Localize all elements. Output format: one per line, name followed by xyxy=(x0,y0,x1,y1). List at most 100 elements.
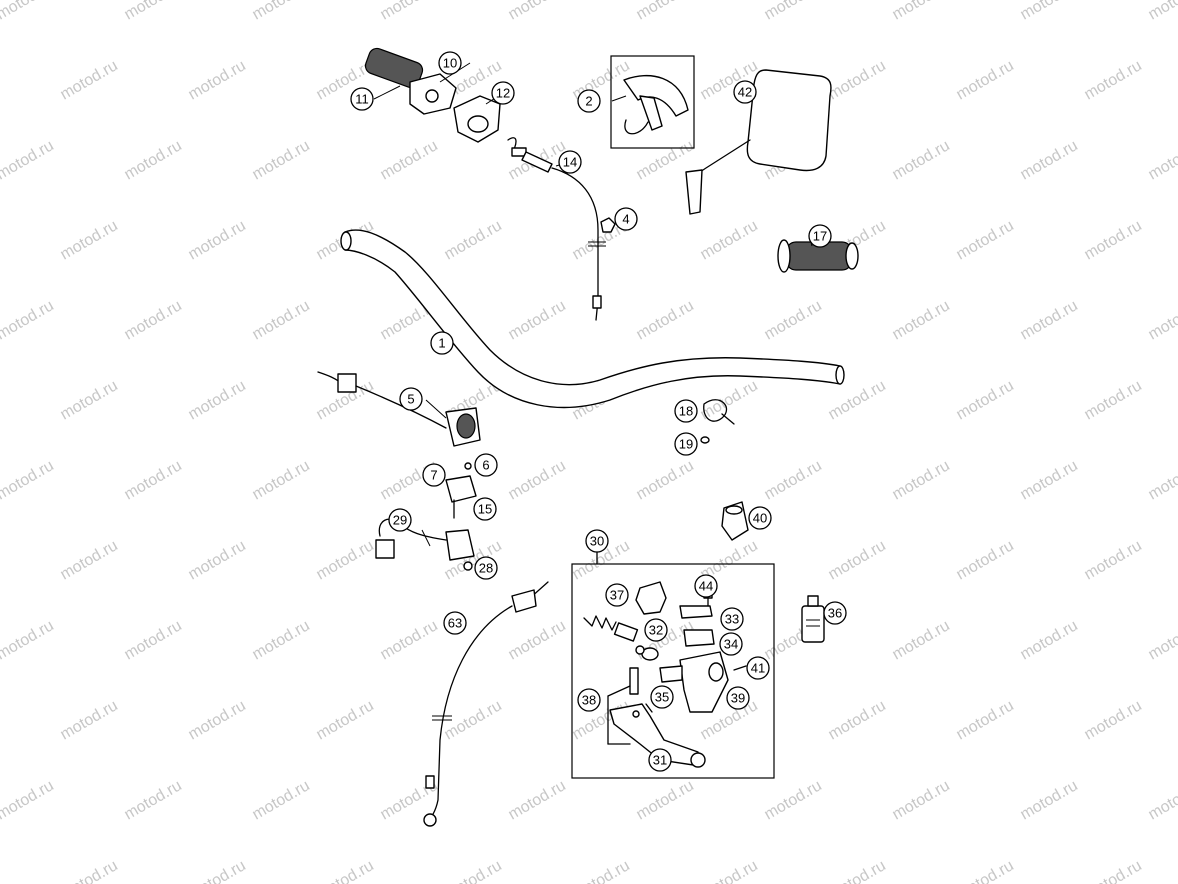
watermark-text: motod.ru xyxy=(954,57,1017,103)
watermark-text: motod.ru xyxy=(634,777,697,823)
watermark-text: motod.ru xyxy=(122,457,185,503)
watermark-text: motod.ru xyxy=(954,697,1017,743)
watermark-text: motod.ru xyxy=(826,377,889,423)
watermark-text: motod.ru xyxy=(58,377,121,423)
watermark-text: motod.ru xyxy=(698,217,761,263)
svg-text:38: 38 xyxy=(582,693,596,708)
watermark-text: motod.ru xyxy=(314,857,377,884)
watermark-text: motod.ru xyxy=(58,537,121,583)
svg-text:10: 10 xyxy=(443,56,457,71)
svg-text:33: 33 xyxy=(725,612,739,627)
callout-44: 44 xyxy=(694,574,718,598)
svg-text:63: 63 xyxy=(448,616,462,631)
callout-17: 17 xyxy=(808,224,832,248)
watermark-text: motod.ru xyxy=(1018,457,1081,503)
watermark-text: motod.ru xyxy=(186,217,249,263)
svg-text:41: 41 xyxy=(751,661,765,676)
callout-30: 30 xyxy=(585,529,609,553)
watermark-text: motod.ru xyxy=(1082,377,1145,423)
watermark-text: motod.ru xyxy=(122,137,185,183)
small-nut xyxy=(700,436,710,444)
cover-33 xyxy=(679,605,713,619)
callout-34: 34 xyxy=(719,632,743,656)
throttle-cable xyxy=(507,137,606,321)
oil-bottle xyxy=(801,595,825,643)
callout-35: 35 xyxy=(650,685,674,709)
callout-4: 4 xyxy=(614,207,638,231)
watermark-text: motod.ru xyxy=(442,857,505,884)
throttle-grip xyxy=(364,47,457,115)
svg-text:30: 30 xyxy=(590,534,604,549)
callout-14: 14 xyxy=(558,150,582,174)
svg-text:15: 15 xyxy=(478,502,492,517)
watermark-text: motod.ru xyxy=(314,697,377,743)
svg-text:44: 44 xyxy=(699,579,713,594)
svg-text:32: 32 xyxy=(649,623,663,638)
svg-text:18: 18 xyxy=(679,404,693,419)
watermark-text: motod.ru xyxy=(442,217,505,263)
watermark-text: motod.ru xyxy=(0,617,57,663)
watermark-text: motod.ru xyxy=(634,457,697,503)
watermark-text: motod.ru xyxy=(506,777,569,823)
clutch-assembly-box xyxy=(571,563,775,779)
callout-7: 7 xyxy=(422,463,446,487)
watermark-text: motod.ru xyxy=(1146,137,1178,183)
watermark-text: motod.ru xyxy=(186,377,249,423)
kill-switch xyxy=(317,371,481,447)
clutch-cable xyxy=(423,581,549,827)
svg-text:4: 4 xyxy=(622,212,629,227)
watermark-text: motod.ru xyxy=(250,297,313,343)
mirror xyxy=(685,69,832,215)
pin-38 xyxy=(607,667,639,745)
callout-12: 12 xyxy=(491,81,515,105)
svg-text:17: 17 xyxy=(813,229,827,244)
watermark-text: motod.ru xyxy=(826,537,889,583)
clamp xyxy=(721,501,749,541)
watermark-text: motod.ru xyxy=(826,697,889,743)
watermark-text: motod.ru xyxy=(1018,297,1081,343)
callout-38: 38 xyxy=(577,688,601,712)
watermark-text: motod.ru xyxy=(0,137,57,183)
svg-text:6: 6 xyxy=(482,458,489,473)
watermark-text: motod.ru xyxy=(1018,137,1081,183)
throttle-cover xyxy=(453,95,501,143)
svg-text:36: 36 xyxy=(828,606,842,621)
master-cylinder xyxy=(659,651,729,713)
watermark-text: motod.ru xyxy=(58,217,121,263)
watermark-text: motod.ru xyxy=(890,777,953,823)
watermark-text: motod.ru xyxy=(954,217,1017,263)
callout-11: 11 xyxy=(350,87,374,111)
watermark-text: motod.ru xyxy=(954,857,1017,884)
screw-41 xyxy=(733,665,747,671)
callout-42: 42 xyxy=(733,80,757,104)
watermark-text: motod.ru xyxy=(954,537,1017,583)
cable-nut xyxy=(600,217,616,233)
watermark-text: motod.ru xyxy=(1082,697,1145,743)
watermark-text: motod.ru xyxy=(58,697,121,743)
callout-32: 32 xyxy=(644,618,668,642)
pin-35 xyxy=(645,703,653,713)
callout-31: 31 xyxy=(648,748,672,772)
callout-6: 6 xyxy=(474,453,498,477)
watermark-text: motod.ru xyxy=(250,457,313,503)
watermark-text: motod.ru xyxy=(634,0,697,23)
watermark-text: motod.ru xyxy=(58,57,121,103)
watermark-text: motod.ru xyxy=(506,617,569,663)
watermark-text: motod.ru xyxy=(1146,617,1178,663)
watermark-text: motod.ru xyxy=(186,537,249,583)
watermark-text: motod.ru xyxy=(378,0,441,23)
watermark-text: motod.ru xyxy=(186,57,249,103)
watermark-text: motod.ru xyxy=(954,377,1017,423)
watermark-text: motod.ru xyxy=(1018,777,1081,823)
watermark-text: motod.ru xyxy=(634,297,697,343)
watermark-text: motod.ru xyxy=(1018,0,1081,23)
svg-text:14: 14 xyxy=(563,155,577,170)
callout-29: 29 xyxy=(388,508,412,532)
callout-19: 19 xyxy=(674,432,698,456)
watermark-text: motod.ru xyxy=(186,857,249,884)
svg-text:5: 5 xyxy=(407,392,414,407)
watermark-text: motod.ru xyxy=(762,297,825,343)
watermark-text: motod.ru xyxy=(762,457,825,503)
